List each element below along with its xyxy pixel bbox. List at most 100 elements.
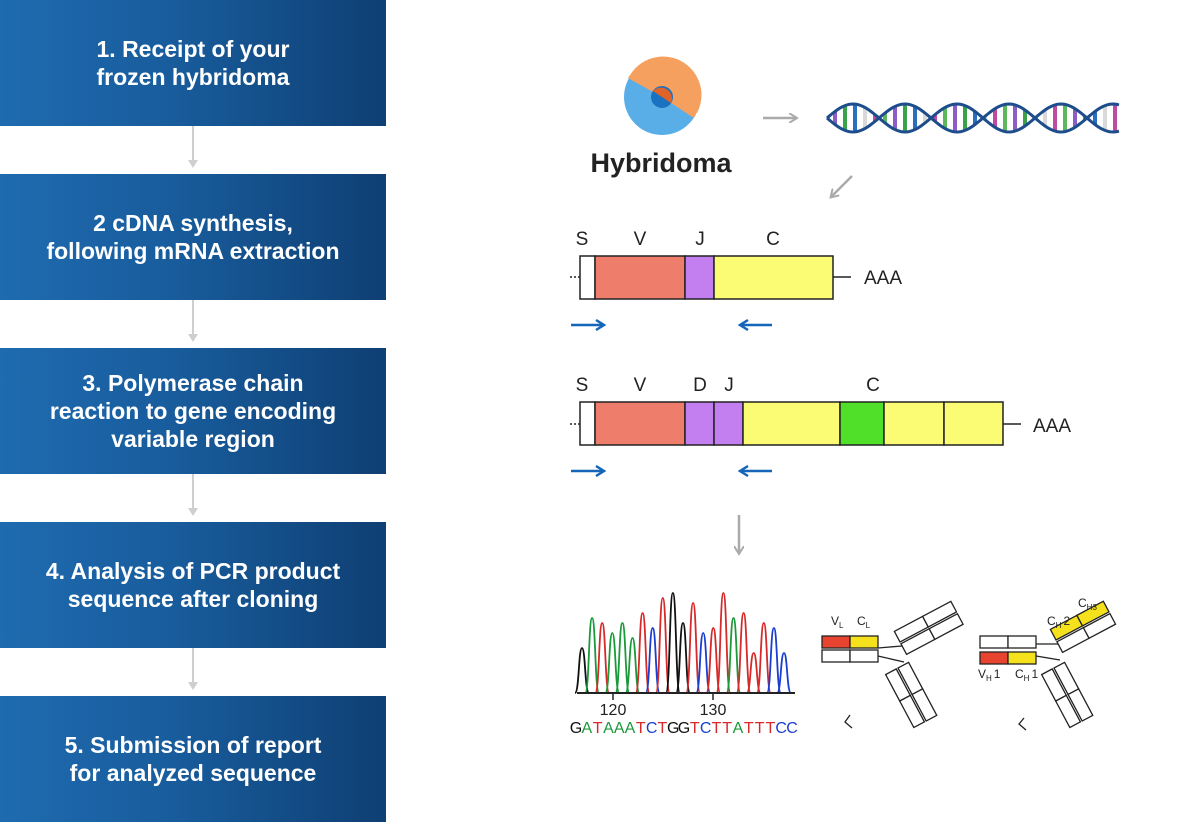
step-2-box: 2 cDNA synthesis, following mRNA extract… xyxy=(0,174,386,300)
heavy-chain-segment-j xyxy=(713,401,744,446)
heavy-chain-polya-label: AAA xyxy=(1033,416,1071,437)
chromatogram-peak xyxy=(776,652,792,694)
arrow-down-left-icon xyxy=(832,175,853,196)
heavy-chain-segment-d xyxy=(684,401,715,446)
workflow-diagram: Hybridoma S V J C AAA S V D J C xyxy=(570,56,1120,737)
chromatogram-tick-label-130: 130 xyxy=(700,702,727,719)
heavy-chain-label-v: V xyxy=(634,375,647,396)
chromatogram-peak xyxy=(574,647,590,694)
chromatogram-peak xyxy=(705,627,722,694)
cl-label: CL xyxy=(857,614,871,630)
light-chain-segment-j xyxy=(684,255,715,300)
sequence-base: C xyxy=(700,720,712,737)
chromatogram-peak xyxy=(604,632,621,694)
heavy-chain-label-j: J xyxy=(724,375,734,396)
step-4-label: 4. Analysis of PCR product sequence afte… xyxy=(45,558,341,612)
chromatogram-peak xyxy=(584,617,600,694)
chromatogram-peak xyxy=(715,592,732,694)
light-chain-label-s: S xyxy=(576,229,589,250)
hybridoma-cell-icon xyxy=(624,56,702,135)
light-chain-label-c: C xyxy=(766,229,780,250)
chromatogram-tick-label-120: 120 xyxy=(600,702,627,719)
chromatogram-peak xyxy=(725,617,742,694)
sequence-base: A xyxy=(733,720,744,737)
chromatogram-peak xyxy=(614,622,631,694)
heavy-chain-segment-s xyxy=(579,401,596,446)
dna-strand xyxy=(826,102,1120,134)
sequence-base: G xyxy=(678,720,690,737)
heavy-chain-segment-c3 xyxy=(943,401,1004,446)
chromatogram-peak xyxy=(594,622,611,694)
light-chain-label-v: V xyxy=(634,229,647,250)
heavy-chain-label-s: S xyxy=(576,375,589,396)
sequence-base: G xyxy=(667,720,679,737)
sequence-base: T xyxy=(755,720,765,737)
sequence-base: A xyxy=(581,720,592,737)
light-chain-polya-label: AAA xyxy=(864,268,902,289)
chromatogram-peaks xyxy=(574,592,792,694)
light-chain-segment-s xyxy=(579,255,596,300)
sequence-base: T xyxy=(593,720,603,737)
step-4-box: 4. Analysis of PCR product sequence afte… xyxy=(0,522,386,648)
dna-helix-icon xyxy=(826,102,1120,134)
step-3-label: 3. Polymerase chain reaction to gene enc… xyxy=(49,370,337,452)
sequence-base: T xyxy=(766,720,776,737)
sequence-base: T xyxy=(744,720,754,737)
dna-strand xyxy=(826,102,1120,134)
forward-primer-arrow-icon xyxy=(571,318,607,332)
sequence-base: C xyxy=(646,720,658,737)
cl-domain xyxy=(849,635,879,649)
sequence-base: T xyxy=(712,720,722,737)
sequence-base: A xyxy=(614,720,625,737)
light-chain-segment-c xyxy=(713,255,834,300)
heavy-chain-segment-v xyxy=(594,401,686,446)
heavy-chain-segment-c1 xyxy=(742,401,841,446)
sequence-base: C xyxy=(775,720,787,737)
heavy-chain-label-c: C xyxy=(866,375,880,396)
sequence-base: T xyxy=(658,720,668,737)
chromatogram-peak xyxy=(654,597,671,694)
heavy-chain-segment-c2 xyxy=(883,401,945,446)
sequence-base: A xyxy=(603,720,614,737)
hybridoma-label: Hybridoma xyxy=(590,148,732,178)
antibody-heavy-icon xyxy=(979,600,1117,731)
light-chain-segment-v xyxy=(594,255,686,300)
vh-domain xyxy=(979,651,1009,665)
heavy-chain-label-d: D xyxy=(693,375,707,396)
heavy-chain-gene: S V D J C AAA xyxy=(570,375,1071,478)
chromatogram-peak xyxy=(634,612,651,694)
ch1-domain xyxy=(1007,651,1037,665)
chromatogram-peak xyxy=(665,592,681,694)
chromatogram-peak xyxy=(735,612,752,694)
sequence-base: T xyxy=(636,720,646,737)
chromatogram-peak xyxy=(695,632,712,694)
step-1-label: 1. Receipt of your frozen hybridoma xyxy=(96,36,290,90)
step-1-box: 1. Receipt of your frozen hybridoma xyxy=(0,0,386,126)
reverse-primer-arrow-icon xyxy=(737,464,772,478)
forward-primer-arrow-icon xyxy=(571,464,607,478)
light-chain-gene: S V J C AAA xyxy=(570,229,902,332)
heavy-chain-segment-hinge xyxy=(839,401,885,446)
sequence-base: C xyxy=(786,720,798,737)
antibody-fab-icon xyxy=(821,600,964,729)
chromatogram-peak xyxy=(624,637,641,694)
vl-label: VL xyxy=(831,614,844,630)
reverse-primer-arrow-icon xyxy=(737,318,772,332)
step-2-label: 2 cDNA synthesis, following mRNA extract… xyxy=(46,210,340,264)
sequence-base: A xyxy=(625,720,636,737)
step-3-box: 3. Polymerase chain reaction to gene enc… xyxy=(0,348,386,474)
sequence-base: T xyxy=(690,720,700,737)
light-chain-label-j: J xyxy=(695,229,705,250)
chromatogram-peak xyxy=(755,622,772,694)
sequence-base: G xyxy=(570,720,582,737)
chromatogram-peak xyxy=(644,627,661,694)
step-5-label: 5. Submission of report for analyzed seq… xyxy=(64,732,322,786)
ch3-label: CH3 xyxy=(1078,596,1097,612)
sequence-base: T xyxy=(722,720,732,737)
chromatogram-peak xyxy=(685,602,701,694)
